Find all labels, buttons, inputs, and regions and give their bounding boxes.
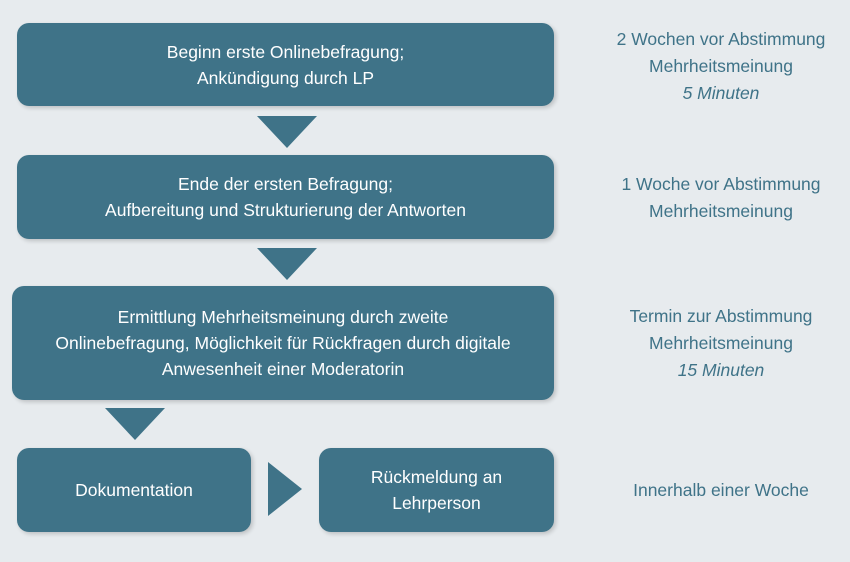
note-1-duration: 5 Minuten	[682, 83, 760, 103]
step-3-line-2: Onlinebefragung, Möglichkeit für Rückfra…	[55, 333, 511, 353]
step-5-line-2: Lehrperson	[392, 493, 481, 513]
step-3-line-1: Ermittlung Mehrheitsmeinung durch zweite	[117, 307, 449, 327]
note-3-line-1: Termin zur Abstimmung	[629, 306, 813, 326]
step-box-5: Rückmeldung an Lehrperson	[319, 448, 554, 532]
timing-note-4: Innerhalb einer Woche	[591, 477, 850, 504]
arrow-right-icon	[268, 462, 302, 516]
arrow-down-icon	[257, 248, 317, 280]
timing-note-2: 1 Woche vor Abstimmung Mehrheitsmeinung	[591, 171, 850, 225]
step-box-3: Ermittlung Mehrheitsmeinung durch zweite…	[12, 286, 554, 400]
timing-note-3: Termin zur Abstimmung Mehrheitsmeinung 1…	[591, 303, 850, 384]
note-1-line-1: 2 Wochen vor Abstimmung	[616, 29, 826, 49]
note-1-line-2: Mehrheitsmeinung	[649, 56, 793, 76]
step-box-2: Ende der ersten Befragung; Aufbereitung …	[17, 155, 554, 239]
step-5-line-1: Rückmeldung an	[370, 467, 503, 487]
note-4-line-1: Innerhalb einer Woche	[633, 480, 809, 500]
step-2-line-2: Aufbereitung und Strukturierung der Antw…	[105, 200, 466, 220]
step-box-4: Dokumentation	[17, 448, 251, 532]
timing-note-1: 2 Wochen vor Abstimmung Mehrheitsmeinung…	[591, 26, 850, 107]
note-2-line-2: Mehrheitsmeinung	[649, 201, 793, 221]
note-2-line-1: 1 Woche vor Abstimmung	[621, 174, 821, 194]
step-2-line-1: Ende der ersten Befragung;	[177, 174, 393, 194]
arrow-down-icon	[105, 408, 165, 440]
step-3-line-3: Anwesenheit einer Moderatorin	[161, 359, 405, 379]
step-4-line-1: Dokumentation	[75, 480, 193, 500]
step-1-line-2: Ankündigung durch LP	[196, 67, 375, 88]
arrow-down-icon	[257, 116, 317, 148]
note-3-line-2: Mehrheitsmeinung	[649, 333, 793, 353]
step-1-line-1: Beginn erste Onlinebefragung;	[166, 41, 405, 62]
step-box-1: Beginn erste Onlinebefragung; Ankündigun…	[17, 23, 554, 106]
note-3-duration: 15 Minuten	[677, 360, 765, 380]
